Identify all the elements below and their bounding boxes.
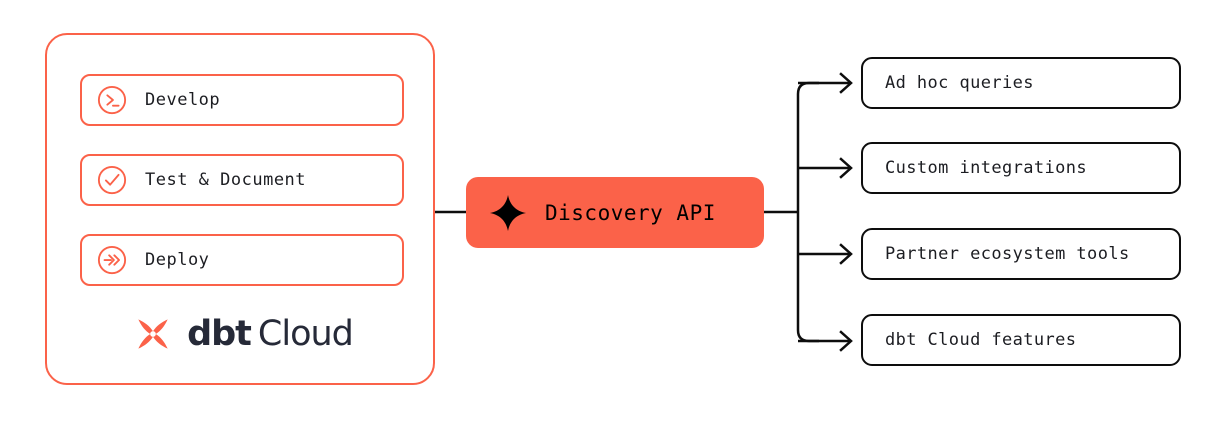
arrowhead-2 bbox=[839, 243, 853, 265]
cloud-word: Cloud bbox=[257, 313, 354, 354]
consumer-dbt-cloud-features[interactable]: dbt Cloud features bbox=[861, 314, 1181, 366]
discovery-api-node[interactable]: Discovery API bbox=[466, 177, 764, 248]
check-circle-icon bbox=[97, 165, 127, 195]
consumer-partner-ecosystem-tools[interactable]: Partner ecosystem tools bbox=[861, 228, 1181, 280]
double-chevron-right-icon bbox=[97, 245, 127, 275]
consumer-partner-ecosystem-tools-label: Partner ecosystem tools bbox=[885, 244, 1130, 264]
discovery-api-label: Discovery API bbox=[545, 200, 716, 225]
dbt-x-mark-icon bbox=[138, 319, 168, 349]
consumer-ad-hoc-queries[interactable]: Ad hoc queries bbox=[861, 57, 1181, 109]
stage-deploy-label: Deploy bbox=[145, 250, 210, 270]
stage-deploy[interactable]: Deploy bbox=[80, 234, 404, 286]
arrowhead-1 bbox=[839, 157, 853, 179]
dbt-word: dbt bbox=[187, 313, 252, 354]
consumer-custom-integrations-label: Custom integrations bbox=[885, 158, 1088, 178]
sparkle-star-icon bbox=[489, 194, 527, 231]
dbt-cloud-panel: Develop Test & Document Deploy bbox=[45, 33, 435, 385]
stage-test-document-label: Test & Document bbox=[145, 170, 307, 190]
consumer-custom-integrations[interactable]: Custom integrations bbox=[861, 142, 1181, 194]
stage-develop-label: Develop bbox=[145, 90, 221, 110]
connector-trunk bbox=[796, 81, 819, 343]
terminal-prompt-icon bbox=[97, 85, 127, 115]
stage-test-document[interactable]: Test & Document bbox=[80, 154, 404, 206]
stage-develop[interactable]: Develop bbox=[80, 74, 404, 126]
consumer-ad-hoc-queries-label: Ad hoc queries bbox=[885, 73, 1034, 93]
consumer-dbt-cloud-features-label: dbt Cloud features bbox=[885, 330, 1077, 350]
arrowhead-0 bbox=[839, 72, 853, 94]
arrowhead-3 bbox=[839, 330, 853, 352]
